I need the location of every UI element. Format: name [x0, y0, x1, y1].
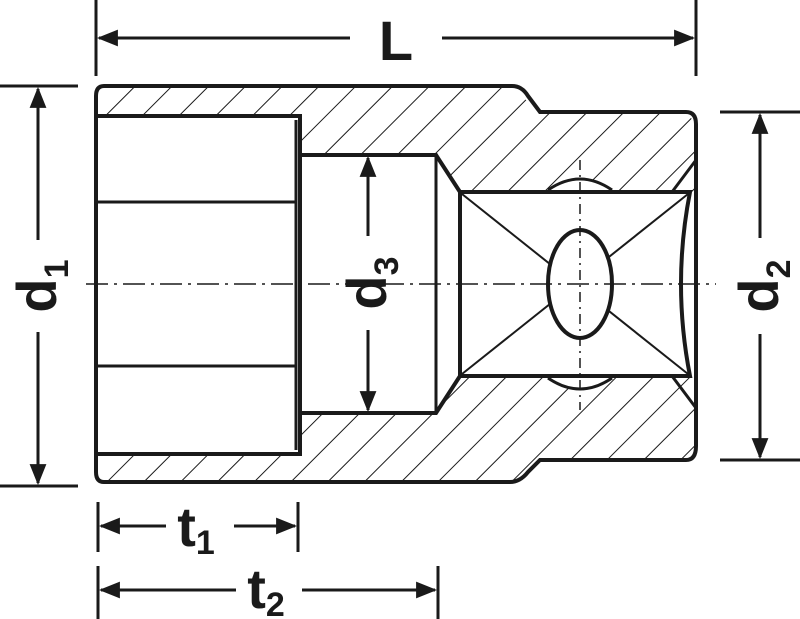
drive-bottom-chamfer	[670, 375, 698, 409]
drive-top-chamfer	[670, 159, 698, 193]
outer-contour	[94, 84, 698, 484]
label-d2: d2	[727, 259, 798, 312]
dimension-d3: d3	[335, 155, 406, 413]
label-t2: t2	[247, 557, 285, 619]
dimension-t1: t1	[96, 495, 300, 562]
label-d1: d1	[5, 259, 76, 312]
dimension-d2: d2	[720, 110, 800, 462]
dimension-d1: d1	[0, 84, 78, 488]
label-L: L	[379, 9, 413, 72]
hex-bore	[94, 114, 302, 456]
label-t1: t1	[177, 495, 215, 562]
dimension-t2: t2	[96, 557, 440, 619]
dimension-L: L	[94, 0, 698, 76]
label-d3: d3	[335, 256, 406, 309]
